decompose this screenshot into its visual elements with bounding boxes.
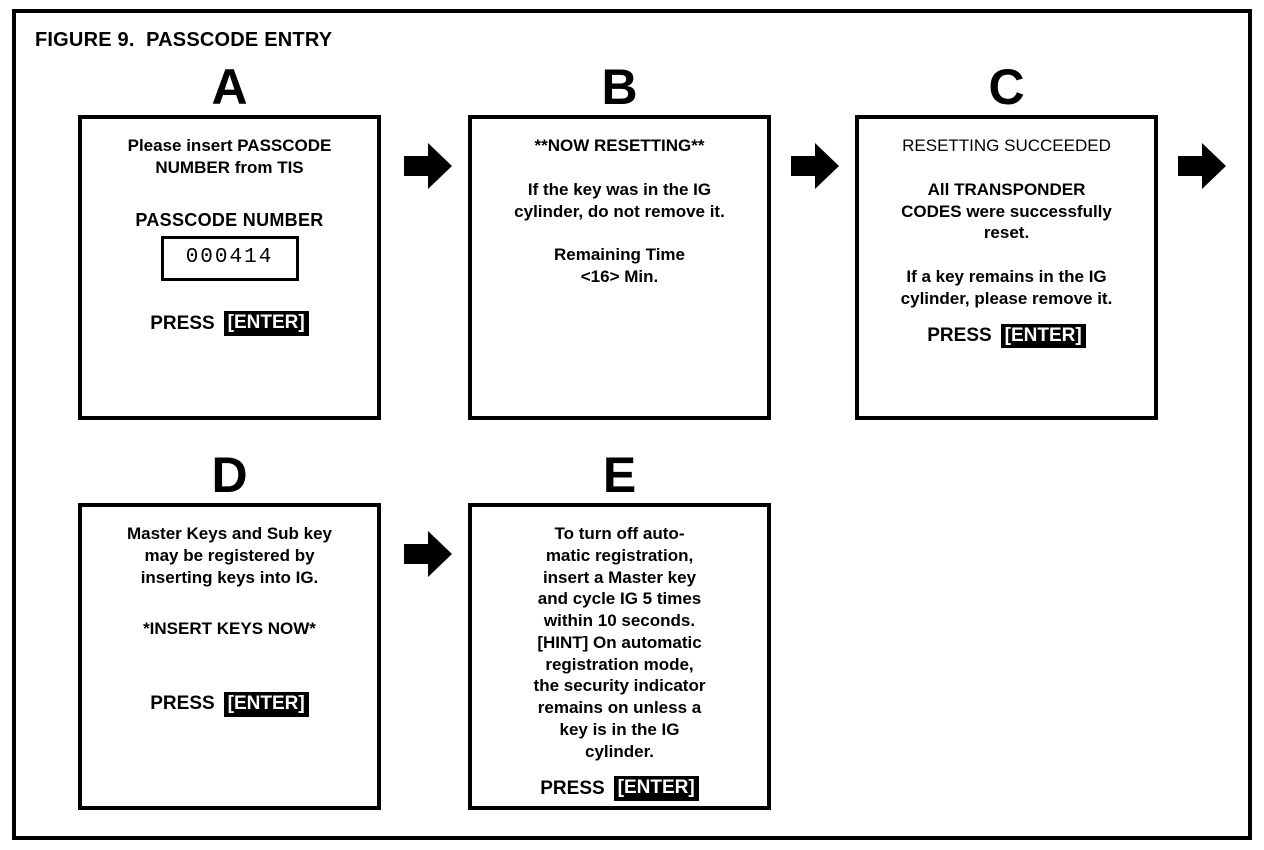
right-arrow-icon <box>1176 140 1228 192</box>
right-arrow-icon <box>402 140 454 192</box>
passcode-number-input[interactable]: 000414 <box>160 235 299 282</box>
press-label-e: PRESS <box>540 777 605 799</box>
screen-panel-e: To turn off auto- matic registration, in… <box>468 503 771 810</box>
step-letter-e: E <box>602 447 637 503</box>
press-label-a: PRESS <box>150 312 215 334</box>
press-label-d: PRESS <box>150 693 215 715</box>
press-enter-row-c: PRESS [ENTER] <box>869 323 1144 349</box>
panel-d-prompt: *INSERT KEYS NOW* <box>143 619 316 639</box>
screen-panel-a: Please insert PASSCODE NUMBER from TIS P… <box>78 115 381 420</box>
enter-key-badge-a[interactable]: [ENTER] <box>223 311 309 337</box>
panel-e-instruction: To turn off auto- matic registration, in… <box>537 524 702 630</box>
press-enter-row-d: PRESS [ENTER] <box>92 692 367 717</box>
enter-key-badge-d[interactable]: [ENTER] <box>223 692 309 717</box>
panel-a-message: Please insert PASSCODE NUMBER from TIS <box>127 136 332 177</box>
passcode-number-label: PASSCODE NUMBER <box>135 209 324 230</box>
panel-d-message: Master Keys and Sub key may be registere… <box>126 524 333 587</box>
step-letter-b: B <box>601 59 638 115</box>
panel-b-message: If the key was in the IG cylinder, do no… <box>514 179 725 221</box>
figure-title: FIGURE 9. PASSCODE ENTRY <box>35 29 333 51</box>
screen-panel-c: RESETTING SUCCEEDED All TRANSPONDER CODE… <box>855 115 1158 420</box>
panel-e-hint: [HINT] On automatic registration mode, t… <box>533 632 706 761</box>
press-enter-row-a: PRESS [ENTER] <box>92 311 367 337</box>
right-arrow-icon <box>402 528 454 580</box>
panel-c-instruction: If a key remains in the IG cylinder, ple… <box>900 267 1113 308</box>
enter-key-badge-c[interactable]: [ENTER] <box>1000 323 1086 349</box>
enter-key-badge-e[interactable]: [ENTER] <box>613 776 699 802</box>
step-letter-d: D <box>211 447 248 503</box>
right-arrow-icon <box>789 140 841 192</box>
step-letter-c: C <box>988 59 1025 115</box>
panel-b-title: **NOW RESETTING** <box>534 136 705 155</box>
press-label-c: PRESS <box>927 324 992 346</box>
screen-panel-d: Master Keys and Sub key may be registere… <box>78 503 381 810</box>
screen-panel-b: **NOW RESETTING** If the key was in the … <box>468 115 771 420</box>
panel-b-remaining-time: Remaining Time <16> Min. <box>554 245 685 286</box>
panel-c-title: RESETTING SUCCEEDED <box>902 136 1111 155</box>
panel-c-result-message: All TRANSPONDER CODES were successfully … <box>901 179 1112 243</box>
press-enter-row-e: PRESS [ENTER] <box>482 776 757 802</box>
step-letter-a: A <box>211 59 248 115</box>
